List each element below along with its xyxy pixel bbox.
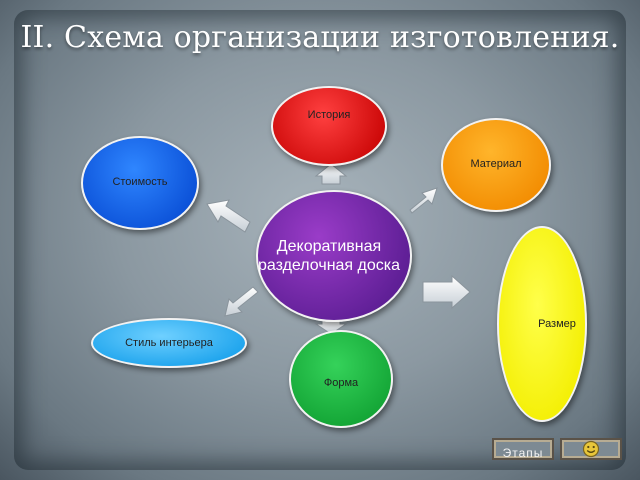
node-cost: Стоимость — [81, 136, 199, 230]
stages-button-label: Этапы — [502, 446, 544, 460]
node-center: Декоративная разделочная доска — [256, 190, 412, 322]
node-size-label: Размер — [538, 318, 576, 330]
smile-button[interactable] — [560, 438, 622, 460]
node-style-label: Стиль интерьера — [125, 337, 213, 349]
node-history-label: История — [307, 109, 351, 121]
node-material-label: Материал — [470, 158, 522, 170]
arrow-to-material — [409, 187, 438, 214]
arrow-to-history — [314, 163, 348, 185]
arrow-to-size — [422, 274, 471, 310]
node-cost-label: Стоимость — [112, 176, 168, 188]
slide-title: II. Схема организации изготовления. — [20, 20, 620, 55]
node-history: История — [271, 86, 387, 166]
stages-button[interactable]: Этапы — [492, 438, 554, 460]
node-form-label: Форма — [323, 377, 359, 389]
smiley-icon — [582, 440, 600, 458]
arrow-to-style — [224, 286, 259, 317]
node-style: Стиль интерьера — [91, 318, 247, 368]
node-material: Материал — [441, 118, 551, 212]
node-size: Размер — [497, 226, 587, 422]
node-form: Форма — [289, 330, 393, 428]
arrow-to-cost — [206, 199, 251, 233]
node-center-label: Декоративная разделочная доска — [257, 238, 401, 274]
